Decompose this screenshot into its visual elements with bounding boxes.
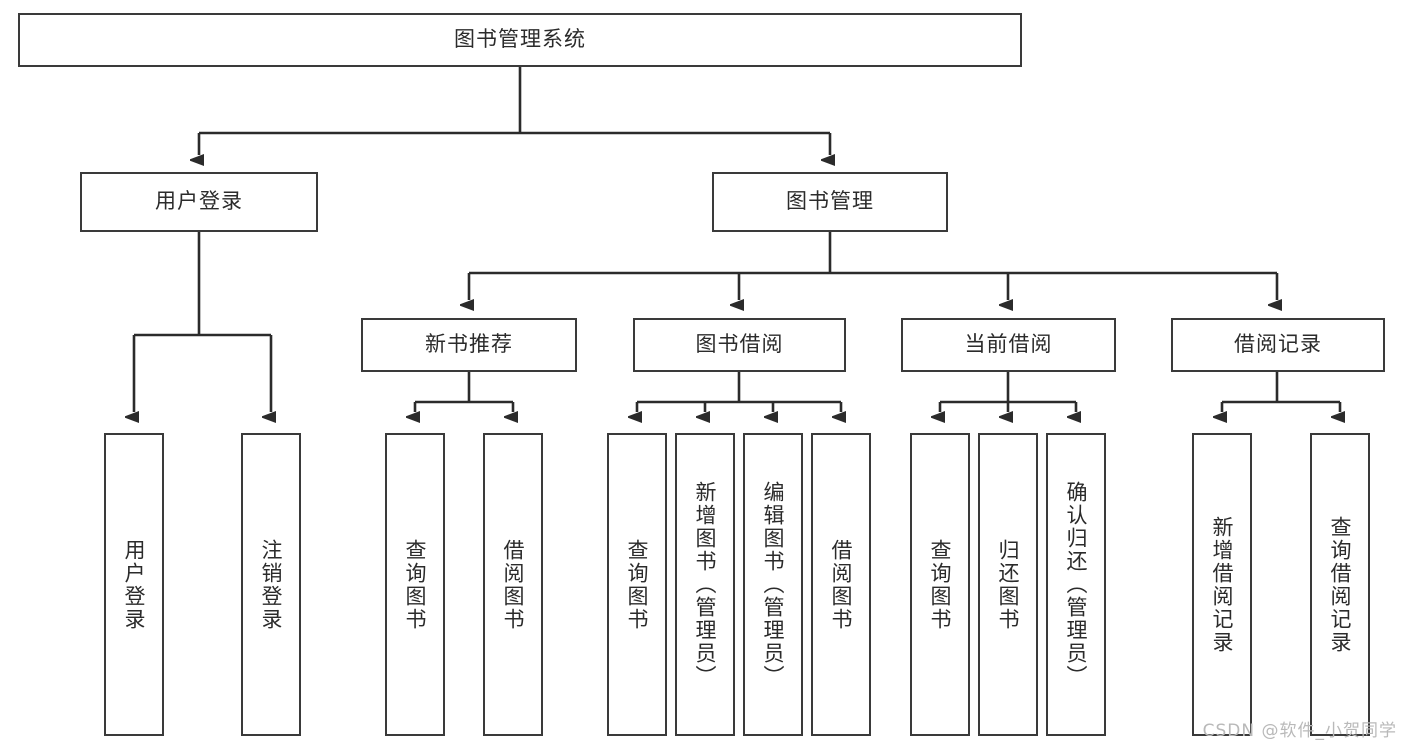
leaf-query-borrow-record[interactable]: 查询借阅记录: [1310, 433, 1370, 736]
node-label: 图书管理系统: [454, 27, 586, 52]
node-label: 查询图书: [625, 538, 650, 631]
node-label: 借阅记录: [1234, 332, 1322, 357]
node-label: 借阅图书: [829, 538, 854, 631]
node-label: 借阅图书: [501, 538, 526, 631]
node-label: 查询借阅记录: [1328, 515, 1353, 654]
node-label: 新增借阅记录: [1210, 515, 1235, 654]
node-label: 用户登录: [155, 189, 243, 214]
leaf-query-book-new-book[interactable]: 查询图书: [385, 433, 445, 736]
leaf-query-book-borrowing[interactable]: 查询图书: [607, 433, 667, 736]
leaf-borrow-book-borrowing[interactable]: 借阅图书: [811, 433, 871, 736]
node-new-book-recommendation[interactable]: 新书推荐: [361, 318, 577, 372]
node-label: 查询图书: [928, 538, 953, 631]
node-label: 新增图书（管理员）: [693, 481, 718, 688]
leaf-edit-book-admin[interactable]: 编辑图书（管理员）: [743, 433, 803, 736]
leaf-user-login[interactable]: 用户登录: [104, 433, 164, 736]
leaf-borrow-book-new-book[interactable]: 借阅图书: [483, 433, 543, 736]
leaf-logout[interactable]: 注销登录: [241, 433, 301, 736]
leaf-query-book-current[interactable]: 查询图书: [910, 433, 970, 736]
watermark-text: CSDN @软件_小贺同学: [1202, 721, 1397, 741]
node-label: 新书推荐: [425, 332, 513, 357]
node-user-login[interactable]: 用户登录: [80, 172, 318, 232]
leaf-add-borrow-record[interactable]: 新增借阅记录: [1192, 433, 1252, 736]
leaf-confirm-return-admin[interactable]: 确认归还（管理员）: [1046, 433, 1106, 736]
node-label: 图书管理: [786, 189, 874, 214]
node-label: 编辑图书（管理员）: [761, 481, 786, 688]
leaf-add-book-admin[interactable]: 新增图书（管理员）: [675, 433, 735, 736]
node-label: 查询图书: [403, 538, 428, 631]
node-book-management[interactable]: 图书管理: [712, 172, 948, 232]
node-book-borrowing[interactable]: 图书借阅: [633, 318, 846, 372]
node-root-book-management-system[interactable]: 图书管理系统: [18, 13, 1022, 67]
node-label: 用户登录: [122, 538, 147, 631]
node-label: 确认归还（管理员）: [1064, 481, 1089, 688]
node-label: 当前借阅: [964, 332, 1053, 357]
node-label: 注销登录: [259, 538, 284, 631]
node-label: 图书借阅: [695, 332, 784, 357]
node-current-borrowing[interactable]: 当前借阅: [901, 318, 1116, 372]
node-label: 归还图书: [996, 538, 1021, 631]
leaf-return-book[interactable]: 归还图书: [978, 433, 1038, 736]
node-borrowing-records[interactable]: 借阅记录: [1171, 318, 1385, 372]
